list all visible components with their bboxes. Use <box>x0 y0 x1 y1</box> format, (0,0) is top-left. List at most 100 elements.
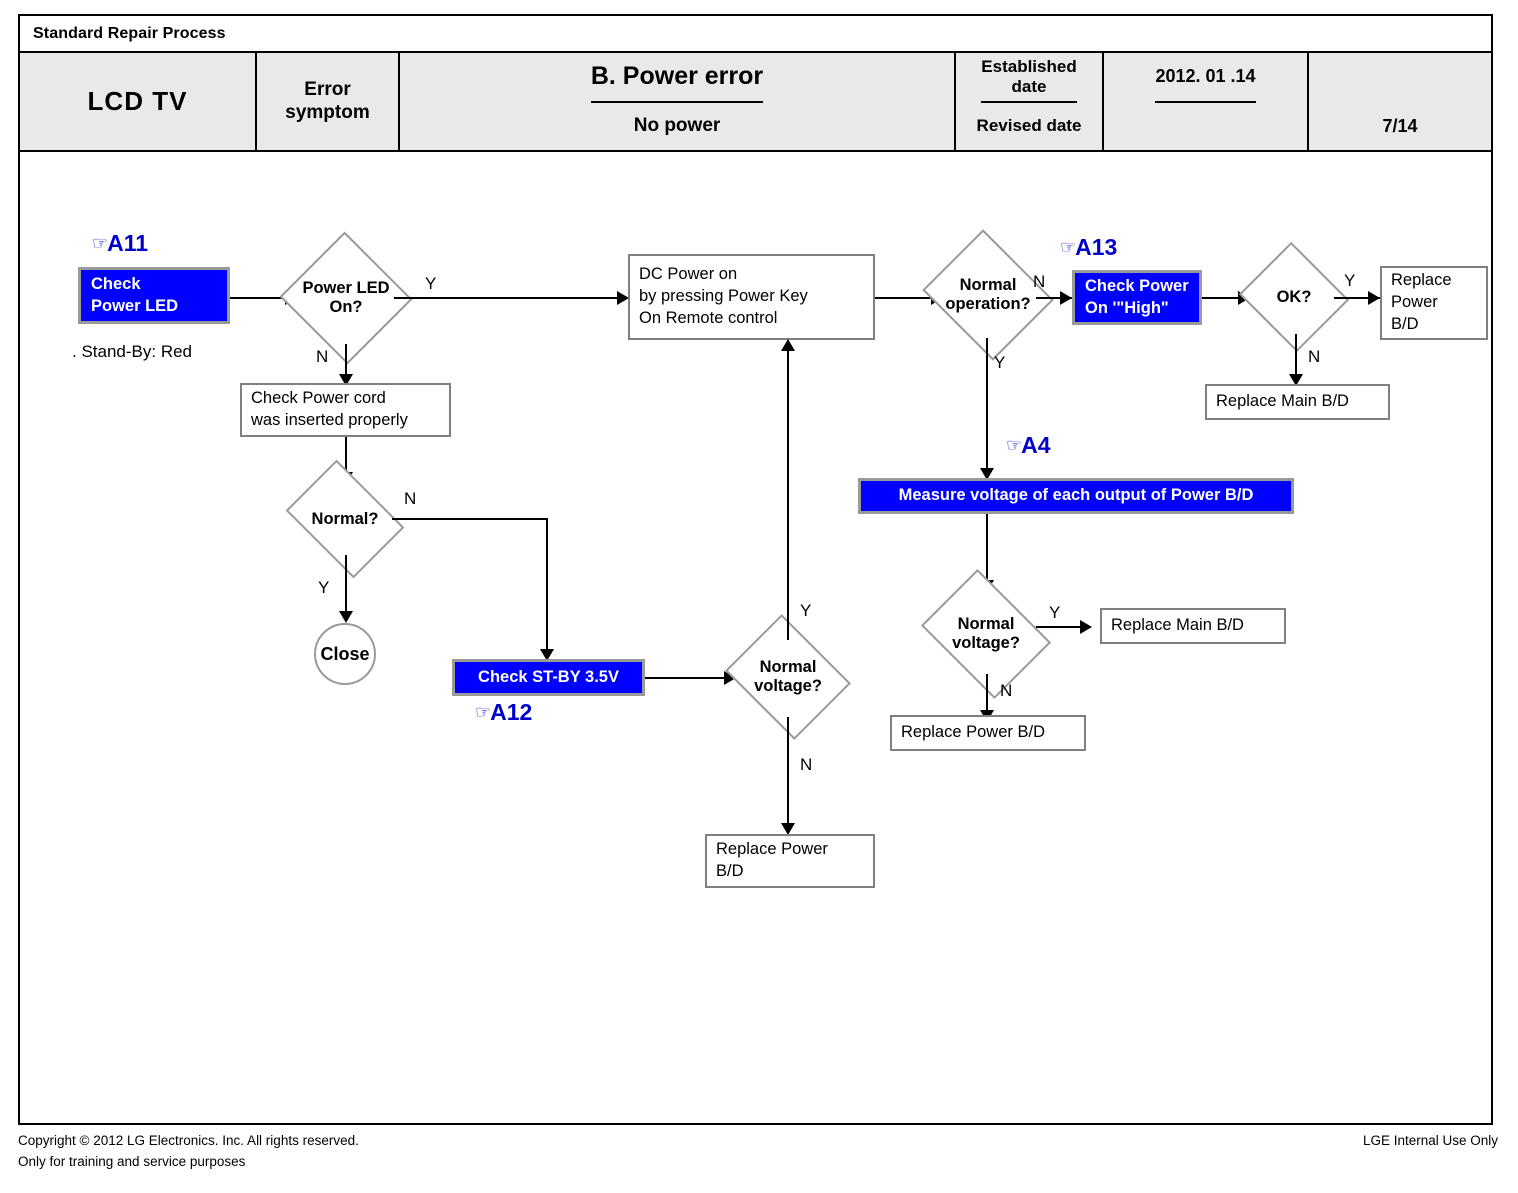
footer: Copyright © 2012 LG Electronics. Inc. Al… <box>18 1131 1498 1173</box>
node-check-power-led-text: Check Power LED <box>91 275 179 315</box>
arrowhead-voltage-right-yes <box>1080 620 1092 634</box>
arrowhead-normal-no <box>540 649 554 661</box>
ref-a12-label: A12 <box>490 699 533 725</box>
arrowhead-ok-yes <box>1368 291 1380 305</box>
node-replace-power-bd-right-top-text: Replace Power B/D <box>1391 271 1452 333</box>
connector-voltage-right-yes <box>1036 626 1086 628</box>
connector-led-to-diamond <box>230 297 288 299</box>
ref-a11: ☞A11 <box>92 232 148 255</box>
ref-a4-label: A4 <box>1021 432 1051 458</box>
connector-normal-op-yes <box>986 338 988 478</box>
connector-ok-no <box>1295 334 1297 382</box>
pointing-hand-icon: ☞ <box>1060 237 1076 257</box>
decision-normal[interactable]: Normal? <box>285 459 405 579</box>
arrowhead-normal-yes <box>339 611 353 623</box>
header-cell-date-values: 2012. 01 .14 <box>1104 53 1309 150</box>
branch-label-y-ok: Y <box>1344 271 1356 290</box>
connector-measure-to-voltage <box>986 514 988 590</box>
decision-normal-voltage-center[interactable]: Normal voltage? <box>725 614 851 740</box>
connector-ok-yes <box>1334 297 1380 299</box>
node-measure-voltage[interactable]: Measure voltage of each output of Power … <box>858 478 1294 514</box>
connector-high-to-ok <box>1202 297 1244 299</box>
connector-power-led-no <box>345 344 347 384</box>
header-cell-model: LCD TV <box>20 53 257 150</box>
footer-purpose: Only for training and service purposes <box>18 1153 246 1169</box>
ref-a11-label: A11 <box>107 230 149 256</box>
decision-power-led-on[interactable]: Power LED On? <box>279 231 413 365</box>
ref-a13-label: A13 <box>1075 234 1118 260</box>
connector-cord-to-normal <box>345 437 347 482</box>
connector-normal-no-h <box>392 518 548 520</box>
arrowhead-voltage-center-no <box>781 823 795 835</box>
node-check-power-cord-text: Check Power cord was inserted properly <box>251 389 408 429</box>
decision-normal-operation-text: Normal operation? <box>945 276 1031 313</box>
page-number: 7/14 <box>1382 115 1418 136</box>
ref-a4: ☞A4 <box>1006 434 1051 457</box>
decision-normal-voltage-center-text: Normal voltage? <box>754 658 822 695</box>
ref-a12: ☞A12 <box>475 701 532 724</box>
connector-voltage-center-no <box>787 717 789 833</box>
header-cell-error: B. Power error No power <box>400 53 956 150</box>
node-replace-power-bd-right-top[interactable]: Replace Power B/D <box>1380 266 1488 340</box>
node-check-stby[interactable]: Check ST-BY 3.5V <box>452 659 645 696</box>
branch-label-y-normal-op: Y <box>994 353 1006 372</box>
standby-note: . Stand-By: Red <box>72 342 193 361</box>
branch-label-y-power-led: Y <box>425 274 437 293</box>
connector-normal-no-v <box>546 518 548 658</box>
arrowhead-normal-op-yes <box>980 468 994 480</box>
branch-label-y-voltage-center: Y <box>800 601 812 620</box>
connector-normal-yes <box>345 555 347 621</box>
error-title: B. Power error <box>590 53 764 103</box>
node-replace-power-bd-center[interactable]: Replace Power B/D <box>705 834 875 888</box>
footer-copyright: Copyright © 2012 LG Electronics. Inc. Al… <box>18 1133 359 1148</box>
connector-voltage-center-yes <box>787 348 789 640</box>
decision-ok[interactable]: OK? <box>1238 241 1350 353</box>
node-replace-power-bd-center-text: Replace Power B/D <box>716 840 828 880</box>
connector-dc-to-normal-op <box>875 297 935 299</box>
arrowhead-ok-no <box>1289 374 1303 386</box>
ref-a13: ☞A13 <box>1060 236 1117 259</box>
footer-internal-use: LGE Internal Use Only <box>1362 1133 1498 1148</box>
connector-voltage-right-no <box>986 674 988 720</box>
branch-label-n-voltage-center: N <box>800 755 813 774</box>
pointing-hand-icon: ☞ <box>92 233 108 253</box>
node-dc-power-on-text: DC Power on by pressing Power Key On Rem… <box>639 265 808 327</box>
flowchart-canvas: ☞A11 Check Power LED . Stand-By: Red Pow… <box>20 152 1491 1125</box>
node-replace-power-bd-right-bottom[interactable]: Replace Power B/D <box>890 715 1086 751</box>
node-replace-main-bd-top[interactable]: Replace Main B/D <box>1205 384 1390 420</box>
pointing-hand-icon: ☞ <box>1006 435 1022 455</box>
pointing-hand-icon: ☞ <box>475 702 491 722</box>
node-close[interactable]: Close <box>314 623 376 685</box>
node-check-power-on-high[interactable]: Check Power On '"High" <box>1072 270 1202 325</box>
branch-label-n-normal: N <box>404 489 417 508</box>
branch-label-n-normal-op: N <box>1033 272 1046 291</box>
decision-normal-operation[interactable]: Normal operation? <box>922 229 1054 361</box>
decision-normal-voltage-right[interactable]: Normal voltage? <box>920 568 1052 700</box>
arrowhead-normal-op-no <box>1060 291 1072 305</box>
branch-label-n-power-led: N <box>316 347 329 366</box>
header-cell-page: 7/14 <box>1309 53 1491 150</box>
established-date-value: 2012. 01 .14 <box>1155 53 1256 103</box>
node-check-power-cord[interactable]: Check Power cord was inserted properly <box>240 383 451 437</box>
branch-label-n-ok: N <box>1308 347 1321 366</box>
arrowhead-voltage-center-yes <box>781 339 795 351</box>
revised-date-label: Revised date <box>976 116 1082 136</box>
node-check-power-on-high-text: Check Power On '"High" <box>1085 277 1189 317</box>
page-title: Standard Repair Process <box>33 24 226 42</box>
error-detail: No power <box>633 115 721 137</box>
node-check-power-led[interactable]: Check Power LED <box>78 267 230 324</box>
decision-normal-voltage-right-text: Normal voltage? <box>952 615 1020 652</box>
branch-label-y-normal: Y <box>318 578 330 597</box>
node-dc-power-on[interactable]: DC Power on by pressing Power Key On Rem… <box>628 254 875 340</box>
connector-power-led-yes <box>394 297 621 299</box>
branch-label-n-voltage-right: N <box>1000 681 1013 700</box>
node-replace-main-bd-right[interactable]: Replace Main B/D <box>1100 608 1286 644</box>
document-title-bar: Standard Repair Process <box>20 16 1491 53</box>
connector-normal-op-no <box>1036 297 1072 299</box>
